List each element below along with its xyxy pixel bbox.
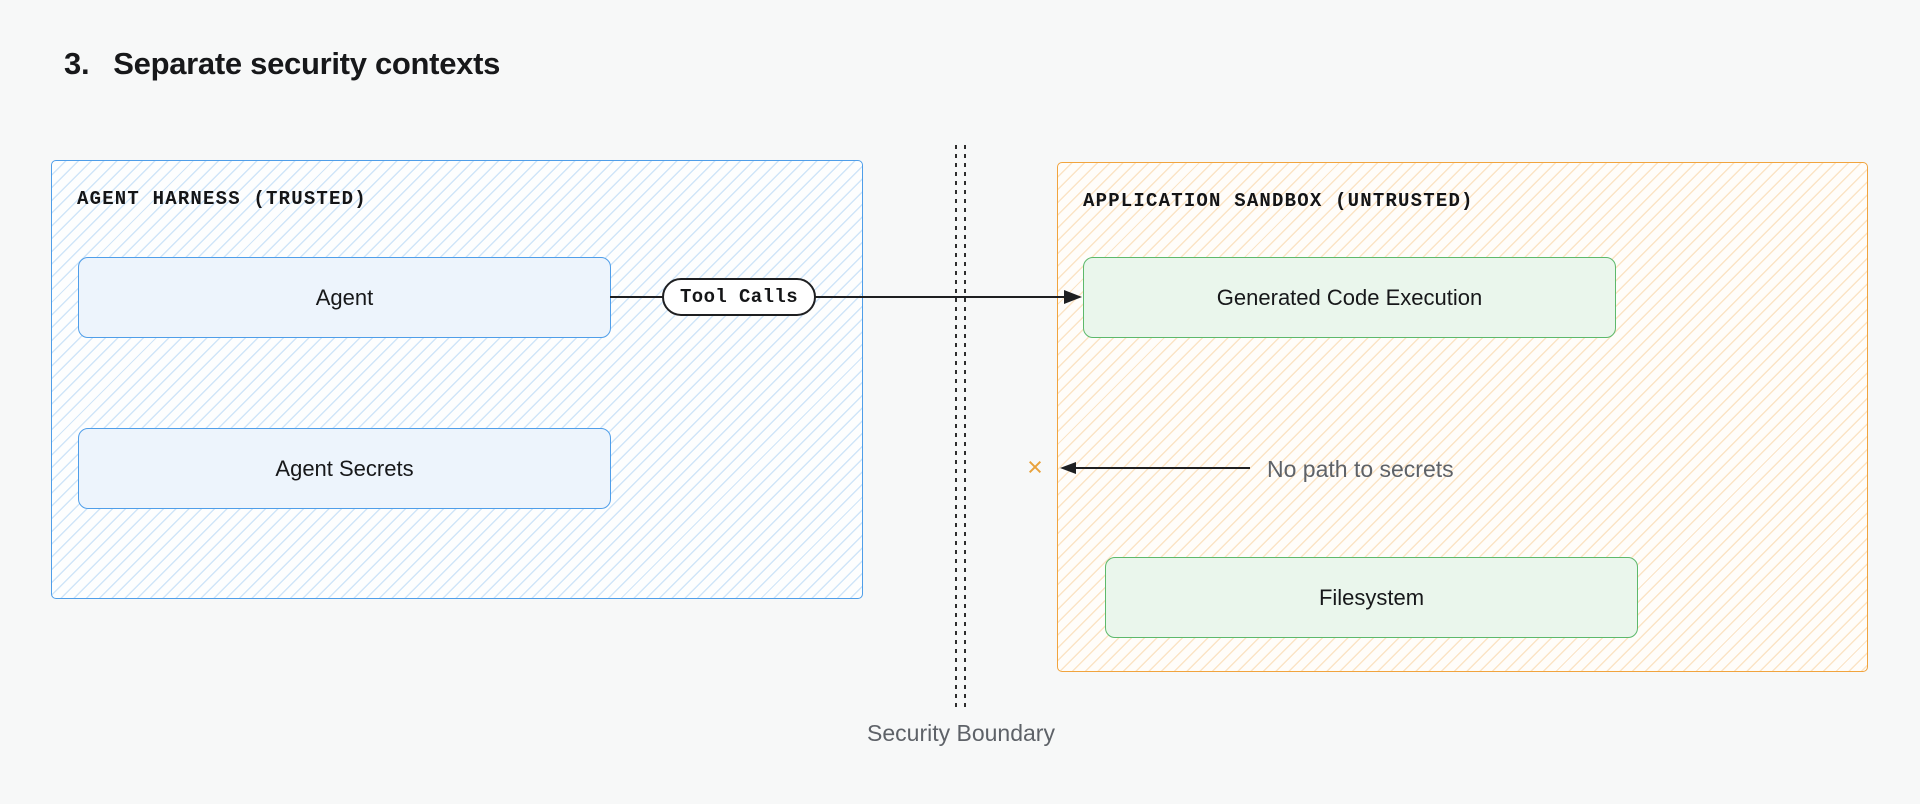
no-path-arrowhead-icon — [1060, 462, 1076, 474]
node-filesystem: Filesystem — [1105, 557, 1638, 638]
node-generated-code-execution-label: Generated Code Execution — [1216, 284, 1483, 310]
page-title-text: Separate security contexts — [113, 46, 501, 81]
security-boundary-label: Security Boundary — [867, 720, 1055, 746]
tool-calls-pill-label: Tool Calls — [679, 286, 799, 308]
page-title: 3. Separate security contexts — [64, 46, 500, 82]
tool-calls-arrow-line — [610, 296, 1066, 298]
no-path-label: No path to secrets — [1267, 456, 1454, 482]
trusted-zone: AGENT HARNESS (TRUSTED) Agent Agent Secr… — [51, 160, 863, 599]
untrusted-zone: APPLICATION SANDBOX (UNTRUSTED) Generate… — [1057, 162, 1868, 672]
node-filesystem-label: Filesystem — [1318, 584, 1425, 610]
node-agent: Agent — [78, 257, 611, 338]
tool-calls-arrowhead-icon — [1064, 290, 1082, 304]
security-boundary-line-right — [964, 145, 966, 708]
page-title-number: 3. — [64, 46, 90, 81]
node-generated-code-execution: Generated Code Execution — [1083, 257, 1616, 338]
untrusted-zone-label: APPLICATION SANDBOX (UNTRUSTED) — [1083, 190, 1474, 212]
node-agent-label: Agent — [315, 284, 374, 310]
trusted-zone-label: AGENT HARNESS (TRUSTED) — [77, 188, 367, 210]
tool-calls-pill: Tool Calls — [662, 278, 816, 316]
no-path-arrow-line — [1074, 467, 1250, 469]
blocked-x-icon: × — [1027, 451, 1043, 482]
security-boundary-line-left — [955, 145, 957, 708]
node-agent-secrets-label: Agent Secrets — [275, 455, 414, 481]
node-agent-secrets: Agent Secrets — [78, 428, 611, 509]
